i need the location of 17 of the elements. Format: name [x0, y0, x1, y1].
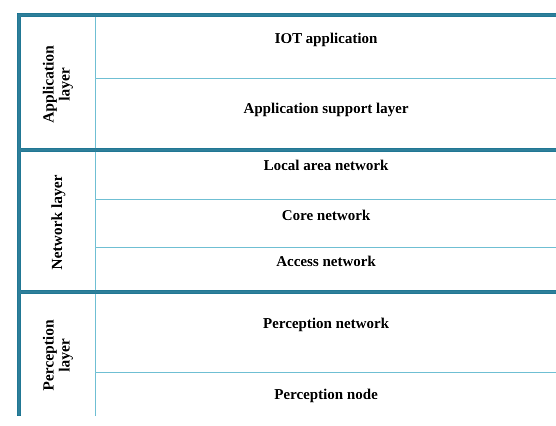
sublayer-label: Application support layer [243, 101, 408, 119]
sublayer-row [95, 78, 556, 150]
sublayer-row [95, 247, 556, 292]
layer-heading: Perception layer [42, 318, 74, 393]
layer-heading: Application layer [42, 44, 74, 125]
layer-band [17, 290, 556, 416]
sublayer-row [95, 372, 556, 416]
sublayer-label: Access network [276, 254, 376, 272]
sublayer-row [95, 199, 556, 247]
layer-band [17, 148, 556, 292]
layer-band [17, 13, 556, 150]
sublayer-label: Perception node [274, 387, 378, 405]
sublayer-label: Local area network [264, 158, 388, 176]
sublayer-label: IOT application [274, 31, 378, 49]
sublayer-label: Perception network [263, 316, 389, 334]
layer-heading: Network layer [50, 173, 66, 272]
sublayer-label: Core network [282, 208, 370, 226]
